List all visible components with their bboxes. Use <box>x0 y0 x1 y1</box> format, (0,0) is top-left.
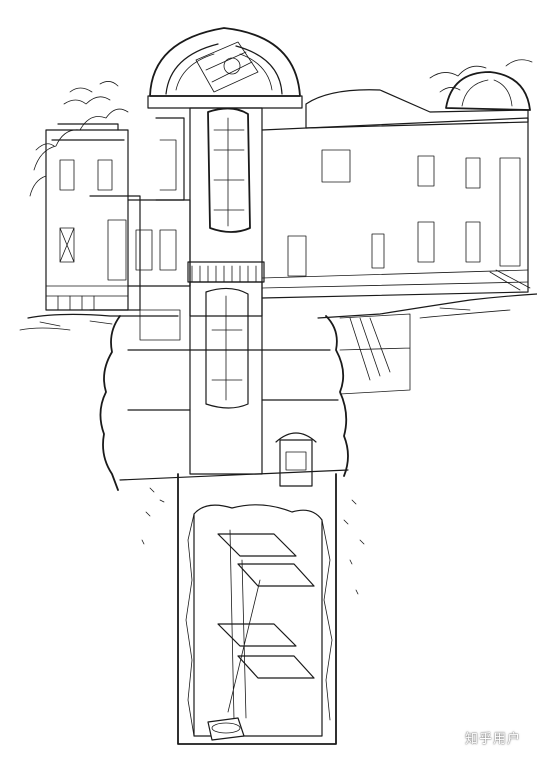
tower-upper <box>188 108 264 316</box>
right-dome <box>446 72 530 110</box>
ground-terrain <box>20 294 537 330</box>
basement-cutaway <box>100 310 410 490</box>
kiosk <box>276 433 316 486</box>
trees-right <box>430 60 532 92</box>
central-dome <box>148 28 302 108</box>
central-building <box>128 118 190 286</box>
deep-shaft <box>178 474 336 744</box>
soil-hatching <box>142 488 364 594</box>
right-building <box>262 90 530 298</box>
shaft-bottom <box>208 718 244 740</box>
tower-lower <box>190 282 262 474</box>
trees-left <box>30 81 128 196</box>
left-wing-building <box>46 124 140 310</box>
watermark-text: 知乎用户 <box>464 732 521 747</box>
shaft-platforms <box>218 530 314 720</box>
